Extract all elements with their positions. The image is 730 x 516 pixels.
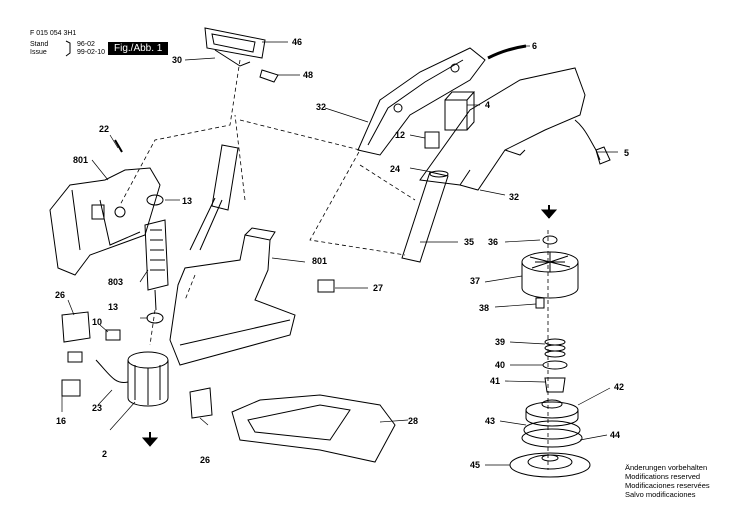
note-es: Salvo modificaciones: [625, 490, 696, 499]
part-label-803: 803: [108, 277, 124, 287]
cable-sleeve-part: [211, 144, 239, 211]
washer-part: [542, 235, 558, 245]
clip-part: [535, 297, 545, 309]
cable-clamp-part: [487, 44, 527, 60]
part-label-26-upper: 26: [55, 290, 66, 300]
part-label-13-lower: 13: [108, 302, 119, 312]
stator-part: [127, 351, 169, 407]
assembly-lines: [119, 59, 549, 470]
wires-part: [189, 197, 223, 251]
part-label-23: 23: [92, 403, 103, 413]
handle-grip-part: [204, 27, 279, 83]
part-label-32-lower: 32: [509, 192, 520, 202]
part-label-801-right: 801: [312, 256, 328, 266]
part-label-801-left: 801: [73, 155, 89, 165]
connector-part: [67, 351, 83, 363]
spool-part: [544, 377, 566, 393]
leader-lines: [61, 41, 618, 466]
terminal-part: [61, 379, 81, 397]
motor-housing-right-part: [169, 227, 296, 366]
handle-tube-part: [419, 67, 611, 191]
stand-label: Stand: [30, 41, 49, 48]
screw-part: [114, 139, 123, 153]
part-label-22: 22: [99, 124, 110, 134]
bearing-lower-part: [146, 312, 164, 324]
header-bracket: [65, 40, 71, 57]
part-label-35: 35: [464, 237, 475, 247]
part-label-45: 45: [470, 460, 481, 470]
part-label-12: 12: [395, 130, 406, 140]
part-label-13-upper: 13: [182, 196, 193, 206]
handle-shell-part: [357, 47, 486, 156]
issue-label: Issue: [30, 49, 47, 56]
note-fr: Modificaciones reservées: [625, 481, 710, 490]
part-label-24: 24: [390, 164, 401, 174]
brush-holder-part: [105, 329, 121, 341]
part-label-40: 40: [495, 360, 506, 370]
part-label-26-lower: 26: [200, 455, 211, 465]
part-label-27: 27: [373, 283, 384, 293]
capacitor-part: [424, 131, 440, 149]
part-label-16: 16: [56, 416, 67, 426]
motor-housing-left-part: [49, 167, 161, 276]
part-label-28: 28: [408, 416, 419, 426]
part-label-41: 41: [490, 376, 501, 386]
guard-part: [231, 394, 396, 463]
part-label-48: 48: [303, 70, 314, 80]
note-en: Modifications reserved: [625, 472, 701, 481]
drawing-code: F 015 054 3H1: [30, 30, 77, 37]
bearing-upper-part: [146, 194, 164, 206]
part-label-32-upper: 32: [316, 102, 327, 112]
armature-part: [144, 219, 169, 311]
line-ring-part: [523, 420, 581, 440]
part-label-38: 38: [479, 303, 490, 313]
note-de: Änderungen vorbehalten: [625, 463, 708, 472]
cover-ring-part: [521, 428, 583, 448]
nut-part: [542, 360, 568, 370]
arrow-head-left: [141, 437, 159, 447]
part-label-4: 4: [485, 100, 491, 110]
switch-part: [444, 99, 468, 131]
part-label-6: 6: [532, 41, 538, 51]
cover-plate-part: [317, 279, 335, 293]
part-label-46: 46: [292, 37, 303, 47]
part-label-10: 10: [92, 317, 103, 327]
part-label-43: 43: [485, 416, 496, 426]
lead-wire-part: [95, 359, 129, 384]
gasket-upper-part: [61, 311, 91, 343]
part-label-44: 44: [610, 430, 621, 440]
stand-date: 96-02: [77, 41, 95, 48]
issue-date: 99-02-10: [77, 49, 106, 56]
extension-tube-part: [401, 170, 449, 263]
part-label-42: 42: [614, 382, 625, 392]
part-label-37: 37: [470, 276, 481, 286]
gasket-lower-part: [189, 387, 213, 419]
spring-part: [544, 338, 566, 358]
spool-head-part: [525, 399, 579, 427]
fan-part: [521, 251, 579, 299]
part-label-5: 5: [624, 148, 630, 158]
part-label-39: 39: [495, 337, 506, 347]
part-label-2: 2: [102, 449, 108, 459]
base-cap-part: [509, 452, 591, 478]
arrow-head-right: [540, 209, 558, 219]
part-label-36: 36: [488, 237, 499, 247]
figure-badge: Fig./Abb. 1: [108, 42, 169, 55]
part-label-30: 30: [172, 55, 183, 65]
